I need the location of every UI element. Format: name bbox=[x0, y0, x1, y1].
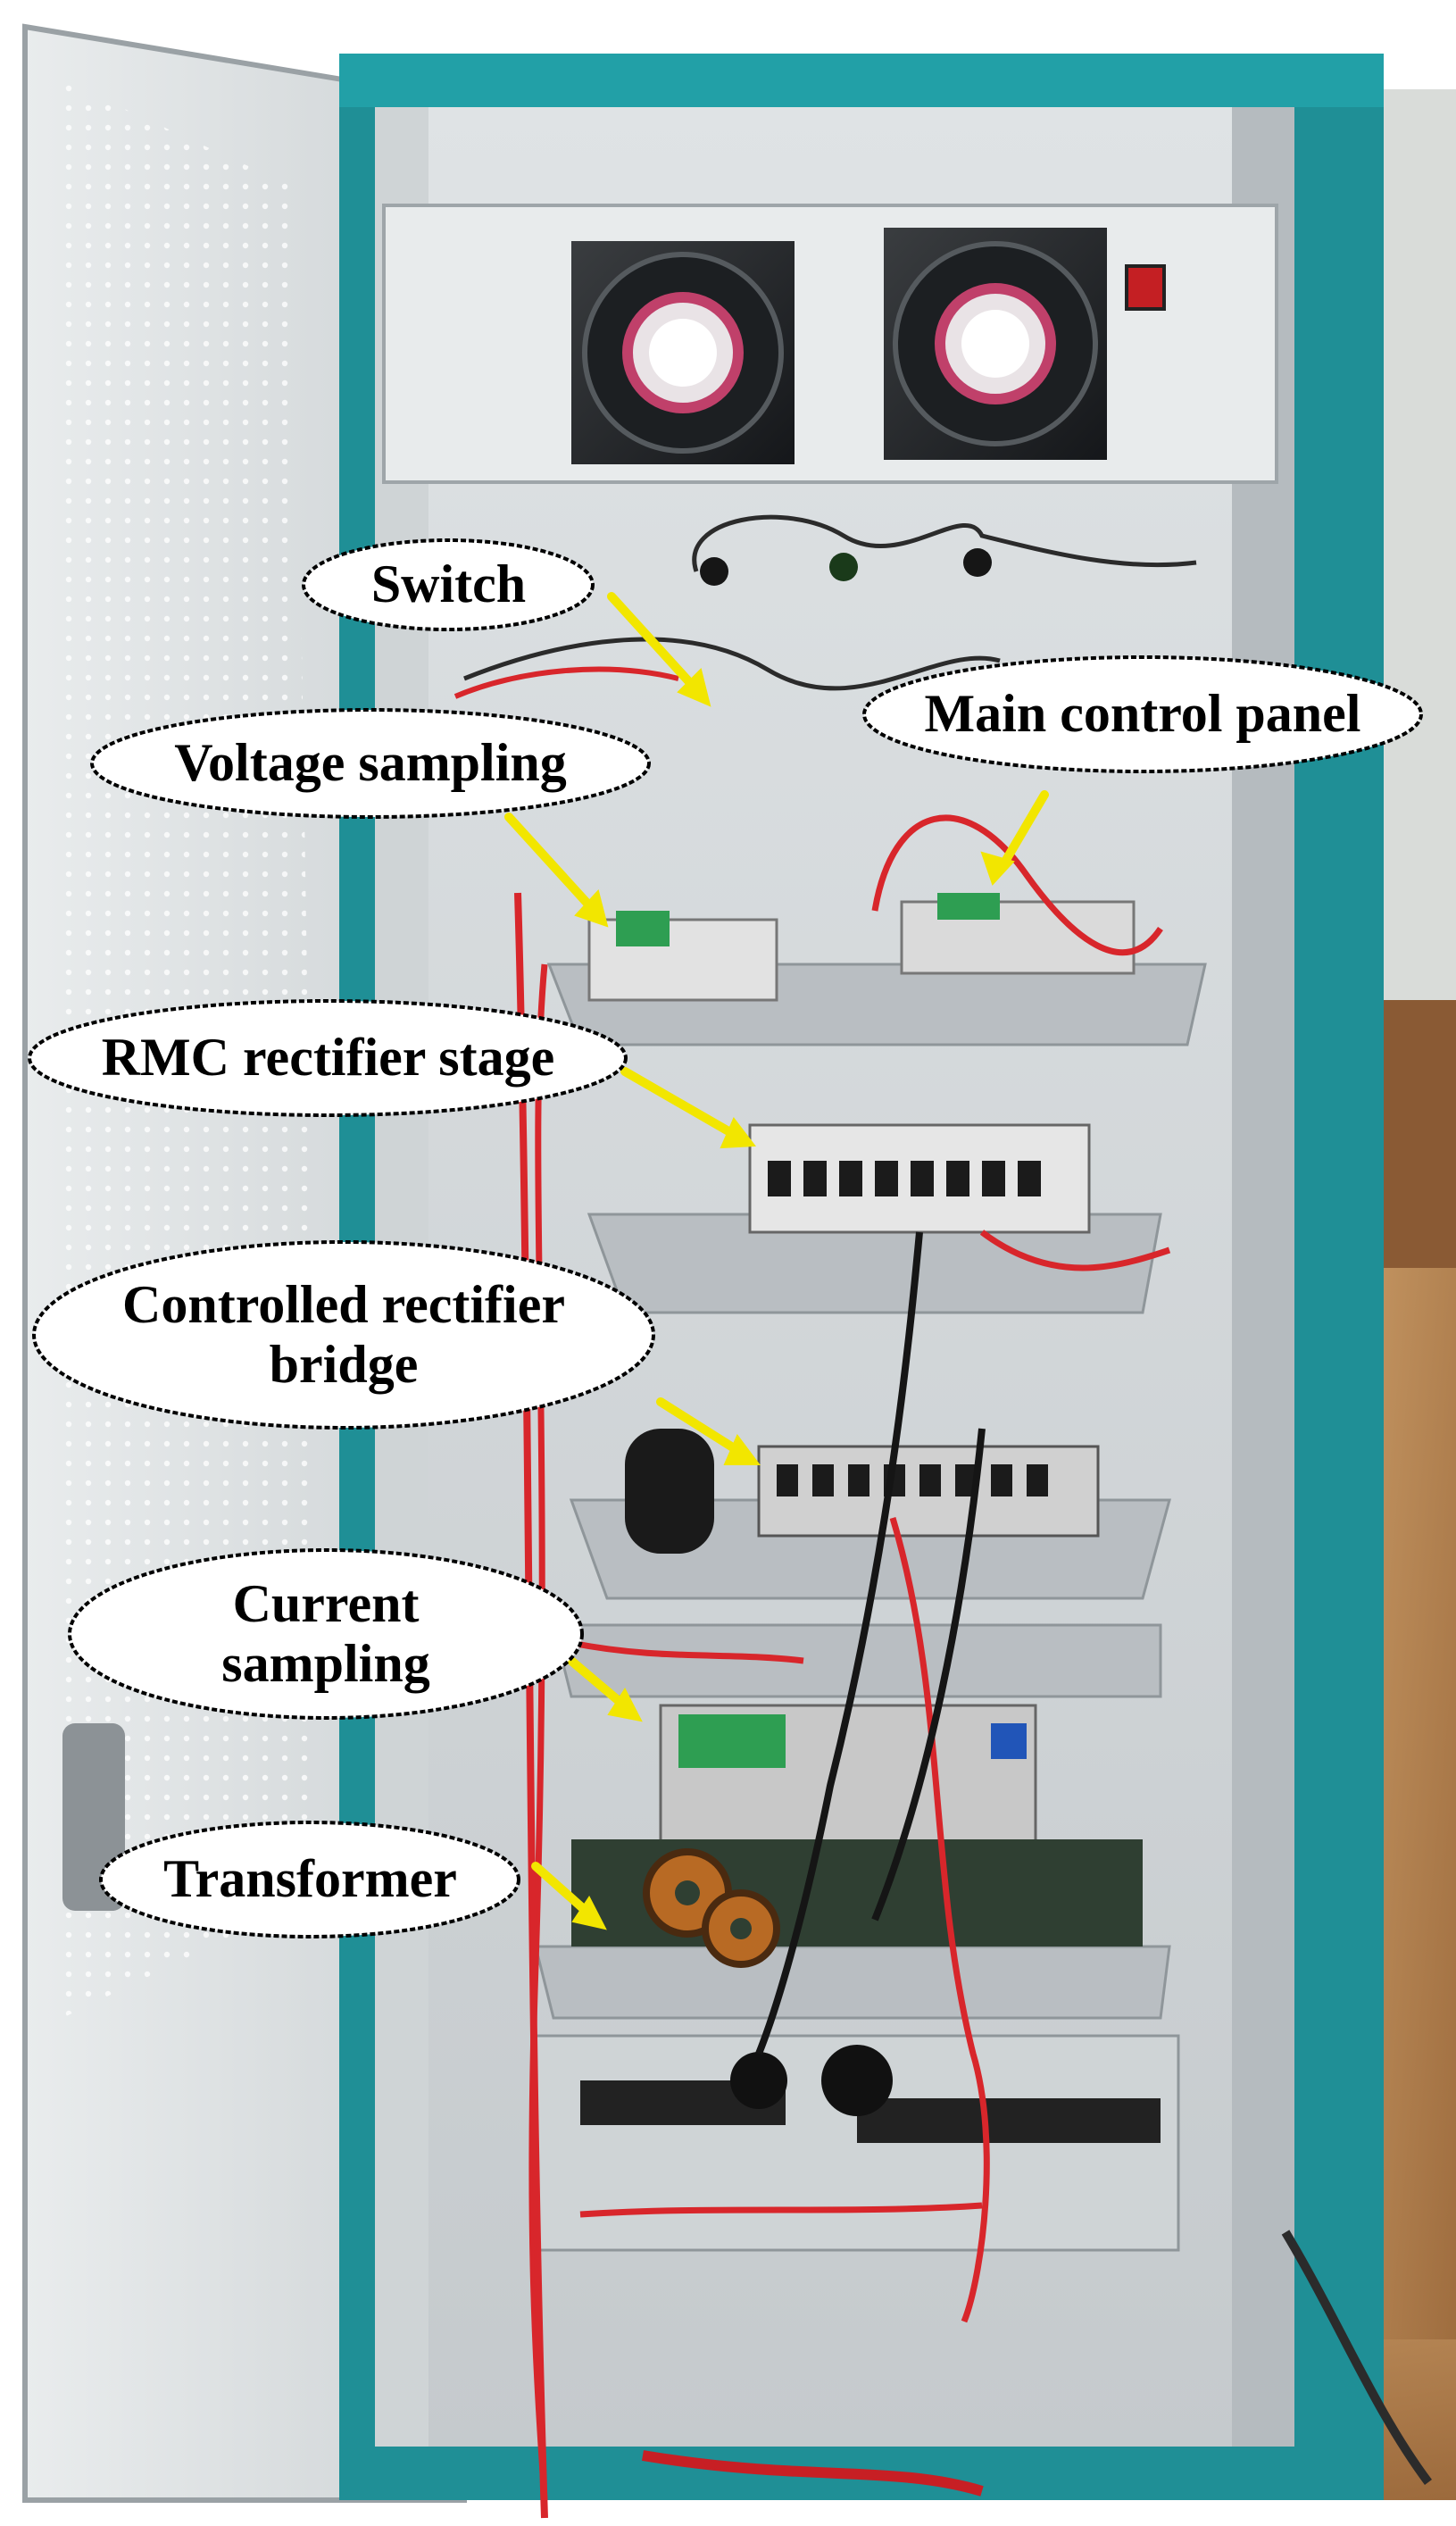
inductor bbox=[625, 1429, 714, 1554]
callout-controlled-rectifier-bridge: Controlled rectifier bridge bbox=[27, 1237, 661, 1433]
callout-current-sampling: Current sampling bbox=[62, 1545, 589, 1723]
label-current-sampling: Current sampling bbox=[221, 1573, 430, 1693]
label-main-control-panel: Main control panel bbox=[924, 684, 1361, 744]
shelf-5 bbox=[534, 1945, 1171, 2020]
power-switch-red bbox=[1125, 264, 1166, 311]
callout-arrows bbox=[504, 592, 1049, 1930]
arrow-voltage-sampling bbox=[504, 813, 603, 920]
main-control-board bbox=[900, 900, 1136, 975]
red-wiring bbox=[528, 814, 1171, 2501]
arrow-controlled-rectifier bbox=[656, 1397, 750, 1460]
label-rmc-rectifier-stage: RMC rectifier stage bbox=[101, 1028, 555, 1088]
arrow-main-control bbox=[995, 790, 1049, 875]
fan-panel bbox=[382, 204, 1278, 484]
fan-left bbox=[571, 241, 795, 464]
indicator-lamp bbox=[700, 557, 728, 586]
terminal-block bbox=[857, 2098, 1161, 2143]
label-voltage-sampling: Voltage sampling bbox=[174, 733, 567, 793]
fan-right bbox=[884, 228, 1107, 460]
callout-switch: Switch bbox=[299, 536, 598, 634]
arrow-switch bbox=[607, 592, 705, 699]
callout-transformer: Transformer bbox=[94, 1817, 527, 1942]
indicator-lamp bbox=[829, 553, 858, 581]
label-transformer: Transformer bbox=[163, 1849, 457, 1909]
callout-main-control-panel: Main control panel bbox=[857, 652, 1428, 777]
black-cables bbox=[755, 1231, 986, 2055]
arrow-rmc-rectifier bbox=[620, 1067, 745, 1143]
indicator-lamp bbox=[963, 548, 992, 577]
callout-rmc-rectifier-stage: RMC rectifier stage bbox=[22, 996, 634, 1121]
label-switch: Switch bbox=[370, 554, 527, 614]
label-controlled-rectifier-bridge: Controlled rectifier bridge bbox=[122, 1274, 565, 1394]
callout-voltage-sampling: Voltage sampling bbox=[85, 705, 656, 821]
